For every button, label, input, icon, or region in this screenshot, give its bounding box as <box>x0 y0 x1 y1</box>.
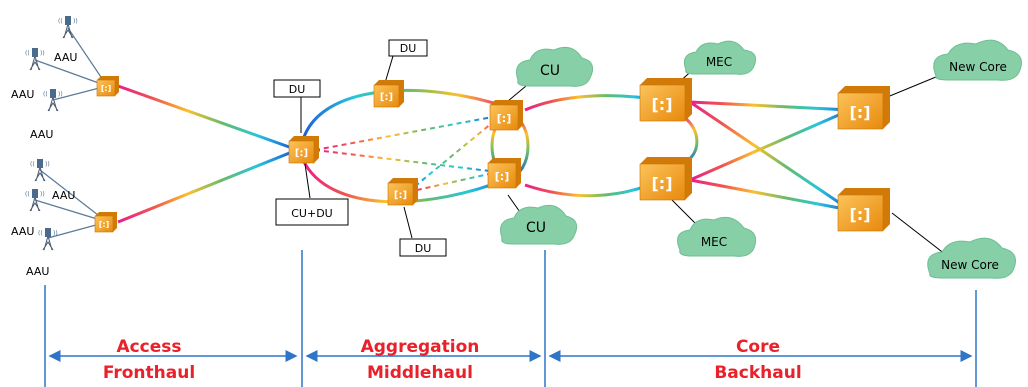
svg-text:[:]: [:] <box>497 112 511 125</box>
cu-label: CU <box>540 63 560 79</box>
svg-text:[:]: [:] <box>651 95 672 114</box>
segment-access-subtitle: Fronthaul <box>103 363 195 383</box>
svg-text:[:]: [:] <box>380 92 393 103</box>
mec-label: MEC <box>706 55 732 69</box>
svg-text:((: (( <box>30 161 35 168</box>
cu-label: CU <box>526 220 546 236</box>
core-router-bottom: [:] <box>837 188 890 232</box>
segment-aggregation-subtitle: Middlehaul <box>367 363 473 383</box>
segment-labels: Access Fronthaul Aggregation Middlehaul … <box>103 337 802 383</box>
mec-label: MEC <box>701 235 727 249</box>
segment-aggregation-title: Aggregation <box>361 337 480 357</box>
svg-text:((: (( <box>25 50 30 57</box>
svg-text:)): )) <box>53 230 58 237</box>
svg-text:)): )) <box>45 161 50 168</box>
new-core-cloud-bottom: New Core <box>927 237 1016 279</box>
du-router-top: [:] <box>373 80 404 108</box>
svg-text:((: (( <box>25 191 30 198</box>
svg-text:)): )) <box>73 18 78 25</box>
mec-router-top: [:] <box>639 78 692 122</box>
segment-core-title: Core <box>736 337 780 357</box>
new-core-label: New Core <box>941 258 999 272</box>
svg-text:)): )) <box>40 50 45 57</box>
svg-text:((: (( <box>38 230 43 237</box>
cu-du-router: [:] <box>288 136 319 164</box>
du-router-bottom: [:] <box>387 178 418 206</box>
cu-router-top: [:] <box>489 100 523 131</box>
access-router-top: [:] <box>96 76 119 97</box>
antenna-icon: (()) <box>25 189 45 212</box>
aau-cluster-top: (()) (()) (()) AAU AAU AAU <box>11 16 108 141</box>
core-ring <box>524 94 862 212</box>
cu-du-label: CU+DU <box>291 207 332 220</box>
antenna-icon: (()) <box>58 16 78 39</box>
antenna-icon: (()) <box>38 228 58 251</box>
du-label: DU <box>289 83 306 96</box>
cu-du-box: CU+DU <box>275 198 349 226</box>
mec-cloud-top: MEC <box>683 40 757 75</box>
dashed-links <box>314 115 499 193</box>
du-box-bottom: DU <box>399 238 447 257</box>
svg-text:((: (( <box>58 18 63 25</box>
svg-text:[:]: [:] <box>99 220 110 229</box>
antenna-icon: (()) <box>30 159 50 182</box>
new-core-cloud-top: New Core <box>933 39 1022 81</box>
aau-cluster-bottom: (()) (()) (()) AAU AAU AAU <box>11 159 108 278</box>
svg-text:)): )) <box>40 191 45 198</box>
segment-access-title: Access <box>116 337 181 357</box>
du-label: DU <box>415 242 432 255</box>
svg-text:[:]: [:] <box>295 148 308 159</box>
core-router-top: [:] <box>837 86 890 130</box>
access-router-bottom: [:] <box>94 212 117 233</box>
aau-label: AAU <box>11 225 34 238</box>
aau-label: AAU <box>11 88 34 101</box>
svg-text:[:]: [:] <box>849 205 870 224</box>
svg-text:[:]: [:] <box>651 174 672 193</box>
antenna-icon: (()) <box>43 89 63 112</box>
mec-cloud-bottom: MEC <box>677 216 757 257</box>
cu-router-bottom: [:] <box>487 158 521 189</box>
svg-text:((: (( <box>43 91 48 98</box>
new-core-label: New Core <box>949 60 1007 74</box>
antenna-icon: (()) <box>25 48 45 71</box>
svg-text:)): )) <box>58 91 63 98</box>
svg-text:[:]: [:] <box>394 190 407 201</box>
fronthaul-links <box>117 84 293 224</box>
du-label: DU <box>400 42 417 55</box>
cu-cloud-top: CU <box>516 46 594 87</box>
svg-text:[:]: [:] <box>849 103 870 122</box>
segment-dividers <box>44 250 977 387</box>
mec-router-bottom: [:] <box>639 157 692 201</box>
aau-label: AAU <box>30 128 53 141</box>
segment-core-subtitle: Backhaul <box>714 363 801 383</box>
svg-text:[:]: [:] <box>495 170 509 183</box>
svg-text:[:]: [:] <box>101 84 112 93</box>
du-box-top: DU <box>388 39 428 57</box>
aau-label: AAU <box>54 51 77 64</box>
aau-label: AAU <box>52 189 75 202</box>
aau-label: AAU <box>26 265 49 278</box>
cu-cloud-bottom: CU <box>500 204 578 245</box>
du-box-left: DU <box>273 79 321 98</box>
